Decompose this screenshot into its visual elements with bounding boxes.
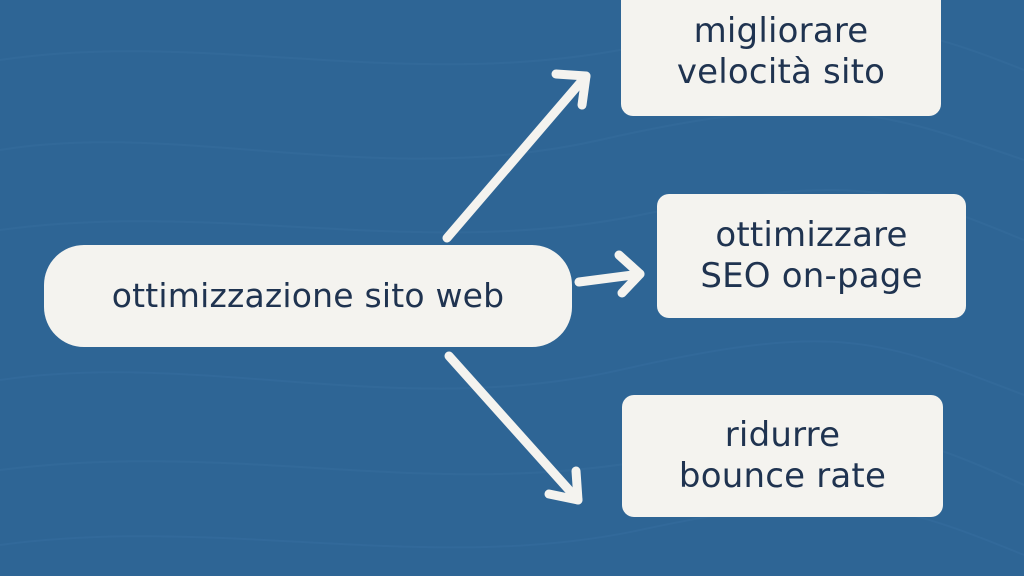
- arrow-to-branch-3: [444, 351, 583, 505]
- branch-node-line-1: migliorare: [693, 10, 869, 51]
- branch-node-line-2: velocità sito: [676, 52, 886, 92]
- branch-node-line-2: bounce rate: [678, 456, 887, 496]
- branch-node-line-1: ottimizzare: [715, 214, 908, 255]
- root-node: ottimizzazione sito web: [44, 245, 572, 347]
- branch-node-line-1: ridurre: [724, 414, 841, 455]
- arrow-to-branch-2: [574, 250, 645, 298]
- branch-node-bounce: ridurre bounce rate: [622, 395, 943, 517]
- branch-node-velocita: migliorare velocità sito: [621, 0, 941, 116]
- branch-node-seo: ottimizzare SEO on-page: [657, 194, 966, 318]
- root-node-label: ottimizzazione sito web: [111, 275, 505, 315]
- branch-node-line-2: SEO on-page: [700, 256, 923, 296]
- arrow-to-branch-1: [442, 69, 591, 243]
